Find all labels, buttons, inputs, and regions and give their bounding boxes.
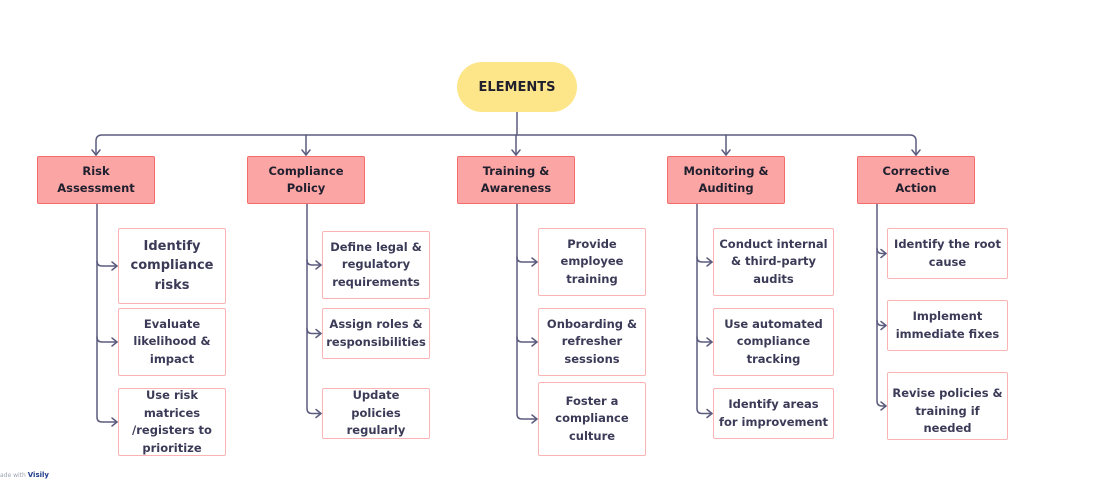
child-arrowhead [706, 337, 713, 347]
child-connector [306, 327, 322, 335]
child-arrowhead [880, 401, 887, 411]
item-identify-root-cause[interactable]: Identify the root cause [887, 228, 1008, 279]
category-compliance-policy[interactable]: Compliance Policy [247, 156, 365, 204]
child-connector [696, 203, 713, 415]
root-node-elements[interactable]: ELEMENTS [457, 62, 577, 112]
watermark-prefix: ade with [0, 472, 26, 479]
item-automated-tracking[interactable]: Use automated compliance tracking [713, 308, 834, 376]
category-arrowhead [721, 149, 731, 156]
child-arrowhead [111, 417, 118, 427]
item-evaluate-likelihood-impact[interactable]: Evaluate likelihood & impact [118, 308, 226, 376]
item-identify-compliance-risks[interactable]: Identify compliance risks [118, 228, 226, 304]
category-arrowhead [911, 149, 921, 156]
watermark: ade with Visily [0, 471, 49, 479]
item-implement-fixes[interactable]: Implement immediate fixes [887, 300, 1008, 351]
child-arrowhead [531, 337, 538, 347]
item-foster-compliance-culture[interactable]: Foster a compliance culture [538, 382, 646, 456]
category-monitoring-auditing[interactable]: Monitoring & Auditing [667, 156, 785, 204]
item-use-risk-matrices[interactable]: Use risk matrices /registers to prioriti… [118, 388, 226, 456]
child-connector [96, 203, 118, 423]
child-connector [876, 247, 887, 255]
child-arrowhead [111, 261, 118, 271]
item-provide-employee-training[interactable]: Provide employee training [538, 228, 646, 296]
child-connector [306, 203, 322, 415]
child-connector [516, 256, 538, 263]
child-connector [696, 336, 713, 343]
child-connector [876, 203, 887, 407]
child-connector [306, 259, 322, 266]
item-update-policies[interactable]: Update policies regularly [322, 388, 430, 439]
child-arrowhead [880, 320, 887, 331]
child-arrowhead [531, 257, 538, 267]
category-arrowhead [91, 149, 101, 156]
category-corrective-action[interactable]: Corrective Action [857, 156, 975, 204]
item-conduct-audits[interactable]: Conduct internal & third-party audits [713, 228, 834, 296]
category-training-awareness[interactable]: Training & Awareness [457, 156, 575, 204]
child-arrowhead [706, 408, 713, 419]
child-arrowhead [315, 328, 322, 339]
child-connector [96, 260, 118, 267]
child-connector [96, 336, 118, 343]
category-risk-assessment[interactable]: Risk Assessment [37, 156, 155, 204]
child-connector [876, 319, 887, 327]
child-connector [516, 336, 538, 343]
item-onboarding-refresher[interactable]: Onboarding & refresher sessions [538, 308, 646, 376]
child-arrowhead [880, 248, 887, 259]
child-arrowhead [315, 408, 322, 419]
child-arrowhead [111, 337, 118, 347]
item-revise-policies-training[interactable]: Revise policies & training if needed [887, 372, 1008, 440]
bus-line [95, 134, 917, 156]
item-assign-roles[interactable]: Assign roles & responsibilities [322, 308, 430, 359]
visily-logo: Visily [27, 471, 49, 479]
category-arrowhead [301, 149, 311, 156]
child-arrowhead [531, 414, 538, 424]
child-connector [696, 256, 713, 263]
category-arrowhead [511, 149, 521, 156]
child-arrowhead [706, 257, 713, 267]
child-arrowhead [315, 260, 322, 270]
item-define-legal-requirements[interactable]: Define legal & regulatory requirements [322, 231, 430, 299]
child-connector [516, 203, 538, 420]
item-identify-improvement-areas[interactable]: Identify areas for improvement [713, 388, 834, 439]
